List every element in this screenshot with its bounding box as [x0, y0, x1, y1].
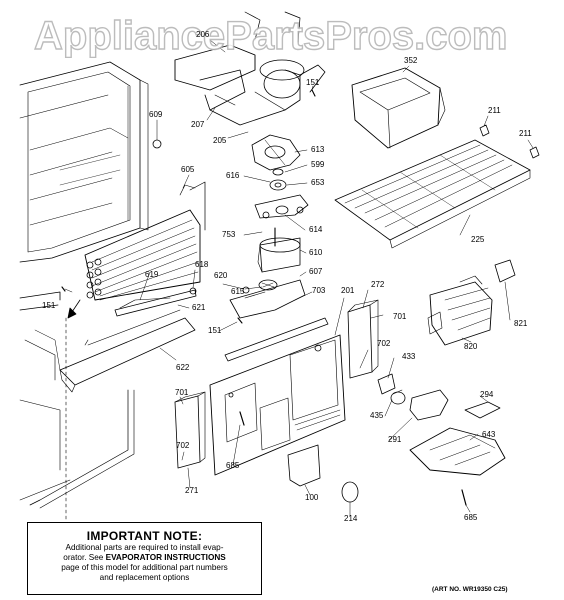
- callout-615: 615: [231, 287, 245, 296]
- fresh-food-cabinet: [19, 291, 135, 521]
- note-line-4: and replacement options: [99, 573, 190, 582]
- foam-block-right: [347, 299, 379, 379]
- callout-618: 618: [195, 260, 209, 269]
- leader-lines: [64, 39, 534, 517]
- art-number: (ART NO. WR19350 C25): [432, 586, 508, 593]
- callout-225: 225: [471, 235, 485, 244]
- callout-643: 643: [482, 430, 496, 439]
- evaporator-cover: [209, 334, 346, 476]
- callout-703: 703: [312, 286, 326, 295]
- important-note-box: IMPORTANT NOTE: Additional parts are req…: [27, 522, 262, 595]
- wire-shelf: [334, 139, 531, 249]
- callout-272: 272: [371, 280, 385, 289]
- callout-616: 616: [226, 171, 240, 180]
- callout-599: 599: [311, 160, 325, 169]
- rail: [224, 317, 329, 362]
- site-watermark: AppliancePartsPros.com: [33, 13, 508, 58]
- callout-607: 607: [309, 267, 323, 276]
- callout-685-lower: 685: [464, 513, 478, 522]
- callout-211-b: 211: [519, 129, 532, 138]
- callout-701-right: 701: [393, 312, 407, 321]
- note-line-1: Additional parts are required to install…: [65, 543, 224, 552]
- foam-block-left: [174, 391, 206, 469]
- callout-294: 294: [480, 390, 494, 399]
- note-line-3: page of this model for additional part n…: [61, 563, 228, 572]
- callout-610: 610: [309, 248, 323, 257]
- callout-271: 271: [185, 486, 199, 495]
- icemaker-bracket: [494, 259, 516, 283]
- callout-609: 609: [149, 110, 163, 119]
- callout-622: 622: [176, 363, 190, 372]
- callout-100: 100: [305, 493, 319, 502]
- callout-211-a: 211: [488, 106, 501, 115]
- callout-620: 620: [214, 271, 228, 280]
- callout-151-top: 151: [306, 78, 320, 87]
- icemaker: [427, 275, 493, 346]
- part-294: [464, 401, 501, 419]
- ice-bucket: [351, 67, 446, 149]
- callout-206: 206: [196, 30, 210, 39]
- callout-653: 653: [311, 178, 325, 187]
- cup-100: [287, 444, 321, 487]
- callout-205: 205: [213, 136, 227, 145]
- note-line-2: orator. See EVAPORATOR INSTRUCTIONS: [28, 553, 261, 563]
- screws: [61, 89, 316, 324]
- evaporator-instructions-label: EVAPORATOR INSTRUCTIONS: [105, 553, 226, 562]
- callout-207: 207: [191, 120, 205, 129]
- callout-753: 753: [222, 230, 236, 239]
- fan-motor: [257, 227, 301, 273]
- callout-605: 605: [181, 165, 195, 174]
- callout-702-left: 702: [176, 441, 190, 450]
- light-socket: [377, 373, 406, 405]
- callout-702-right: 702: [377, 339, 391, 348]
- callout-614: 614: [309, 225, 323, 234]
- callout-821: 821: [514, 319, 528, 328]
- fan-blade: [251, 134, 301, 171]
- callout-433: 433: [402, 352, 416, 361]
- evaporator: [84, 181, 206, 301]
- callout-201: 201: [341, 286, 355, 295]
- callout-701-left: 701: [175, 388, 189, 397]
- callout-214: 214: [344, 514, 358, 523]
- callout-613: 613: [311, 145, 325, 154]
- callout-352: 352: [404, 56, 418, 65]
- callout-151-mid: 151: [208, 326, 222, 335]
- motor-bracket: [229, 279, 306, 319]
- disc-214: [341, 481, 359, 503]
- callout-151-left: 151: [42, 301, 56, 310]
- note-line-2-text: orator. See: [63, 553, 106, 562]
- callout-820: 820: [464, 342, 478, 351]
- note-title: IMPORTANT NOTE:: [86, 529, 203, 543]
- screw-685: [239, 411, 245, 426]
- drain-trough: [59, 309, 196, 393]
- callout-435: 435: [370, 411, 384, 420]
- callout-619: 619: [145, 270, 159, 279]
- callout-621: 621: [192, 303, 206, 312]
- air-duct-assembly: [174, 11, 326, 126]
- ice-chute-cover: [409, 427, 506, 476]
- callout-685-cover: 685: [226, 461, 240, 470]
- screw-685b: [461, 489, 467, 506]
- fan-motor-parts: [254, 168, 309, 219]
- arrow-head: [67, 307, 77, 319]
- callout-291: 291: [388, 435, 402, 444]
- freezer-cabinet: [19, 61, 149, 263]
- light-shield: [409, 389, 449, 421]
